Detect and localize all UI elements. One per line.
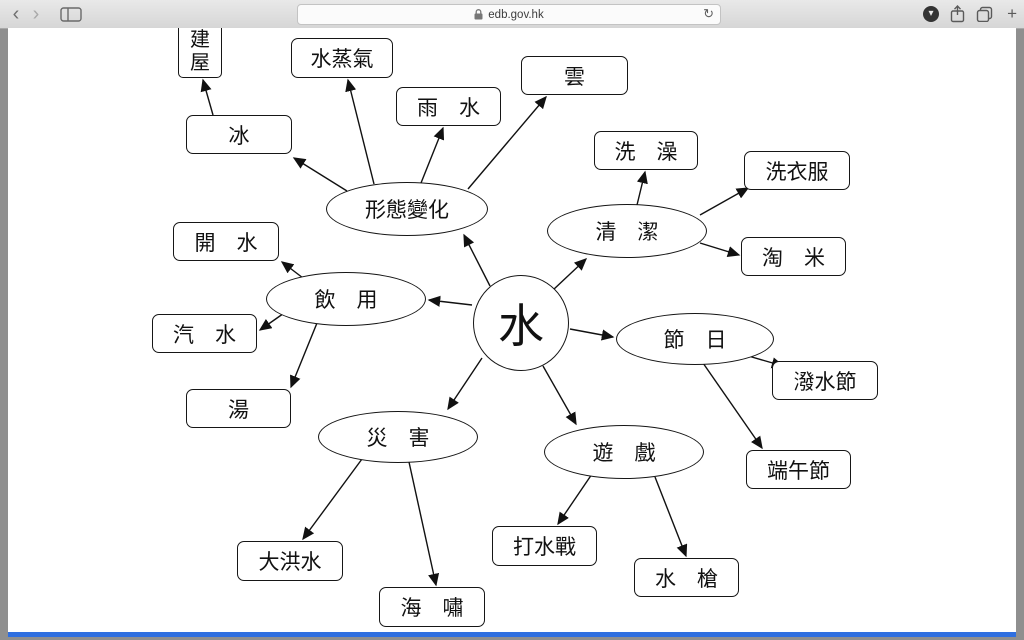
branch-node: 清 潔	[547, 204, 707, 258]
downloads-icon: ▾	[923, 6, 940, 22]
arrow	[463, 233, 491, 287]
mindmap-center-node: 水	[473, 275, 569, 371]
share-button[interactable]	[950, 5, 965, 23]
arrow	[302, 458, 363, 541]
document-page: 水 形態變化 清 潔 節 日 遊 戲 災 害 飲 用 建屋 水蒸氣 雨 水 雲 …	[8, 28, 1016, 637]
arrow	[569, 328, 615, 341]
arrow	[699, 187, 750, 216]
leaf-node: 打水戰	[492, 526, 597, 566]
page-footer-rule	[8, 632, 1016, 637]
reload-button[interactable]: ↻	[703, 6, 714, 21]
leaf-node: 洗 澡	[594, 131, 698, 170]
leaf-node: 大洪水	[237, 541, 343, 581]
mindmap-arrows	[200, 78, 785, 587]
share-icon	[950, 5, 965, 23]
leaf-node: 雲	[521, 56, 628, 95]
arrow	[290, 322, 318, 389]
url-text: edb.gov.hk	[488, 8, 544, 21]
leaf-node: 端午節	[746, 450, 851, 489]
address-bar[interactable]: edb.gov.hk ↻	[297, 4, 721, 25]
leaf-node: 洗衣服	[744, 151, 850, 190]
lock-icon	[474, 9, 483, 20]
leaf-node: 淘 米	[741, 237, 846, 276]
sidebar-toggle-button[interactable]	[60, 6, 82, 22]
leaf-node: 冰	[186, 115, 292, 154]
arrow	[699, 242, 741, 258]
branch-node: 遊 戲	[544, 425, 704, 479]
branch-node: 飲 用	[266, 272, 426, 326]
browser-toolbar: ‹ › edb.gov.hk ↻ ▾	[0, 0, 1024, 29]
arrow	[345, 78, 375, 185]
branch-node: 災 害	[318, 411, 478, 463]
forward-button[interactable]: ›	[32, 3, 40, 25]
tabs-icon	[976, 6, 993, 22]
arrow	[420, 126, 445, 184]
leaf-node: 海 嘯	[379, 587, 485, 627]
downloads-button[interactable]: ▾	[923, 6, 940, 22]
leaf-node: 水蒸氣	[291, 38, 393, 78]
arrow	[552, 258, 588, 291]
arrow	[702, 362, 763, 450]
branch-node: 形態變化	[326, 182, 488, 236]
leaf-node: 建屋	[178, 28, 222, 78]
branch-node: 節 日	[616, 313, 774, 365]
back-button[interactable]: ‹	[12, 3, 20, 25]
tabs-overview-button[interactable]	[976, 6, 993, 22]
arrow	[280, 261, 304, 279]
leaf-node: 開 水	[173, 222, 279, 261]
arrow	[654, 476, 688, 558]
arrow	[636, 170, 648, 206]
leaf-node: 湯	[186, 389, 291, 428]
arrow	[467, 95, 547, 190]
leaf-node: 潑水節	[772, 361, 878, 400]
leaf-node: 雨 水	[396, 87, 501, 126]
arrow	[557, 473, 593, 526]
arrow	[427, 295, 473, 307]
arrow	[408, 461, 440, 587]
sidebar-icon	[60, 6, 82, 22]
arrow	[292, 157, 348, 192]
leaf-node: 汽 水	[152, 314, 257, 353]
new-tab-button[interactable]: +	[1007, 4, 1017, 23]
arrow	[447, 357, 483, 411]
arrow	[200, 78, 214, 116]
arrow	[542, 365, 577, 426]
leaf-label: 建屋	[190, 28, 210, 74]
leaf-node: 水 槍	[634, 558, 739, 597]
